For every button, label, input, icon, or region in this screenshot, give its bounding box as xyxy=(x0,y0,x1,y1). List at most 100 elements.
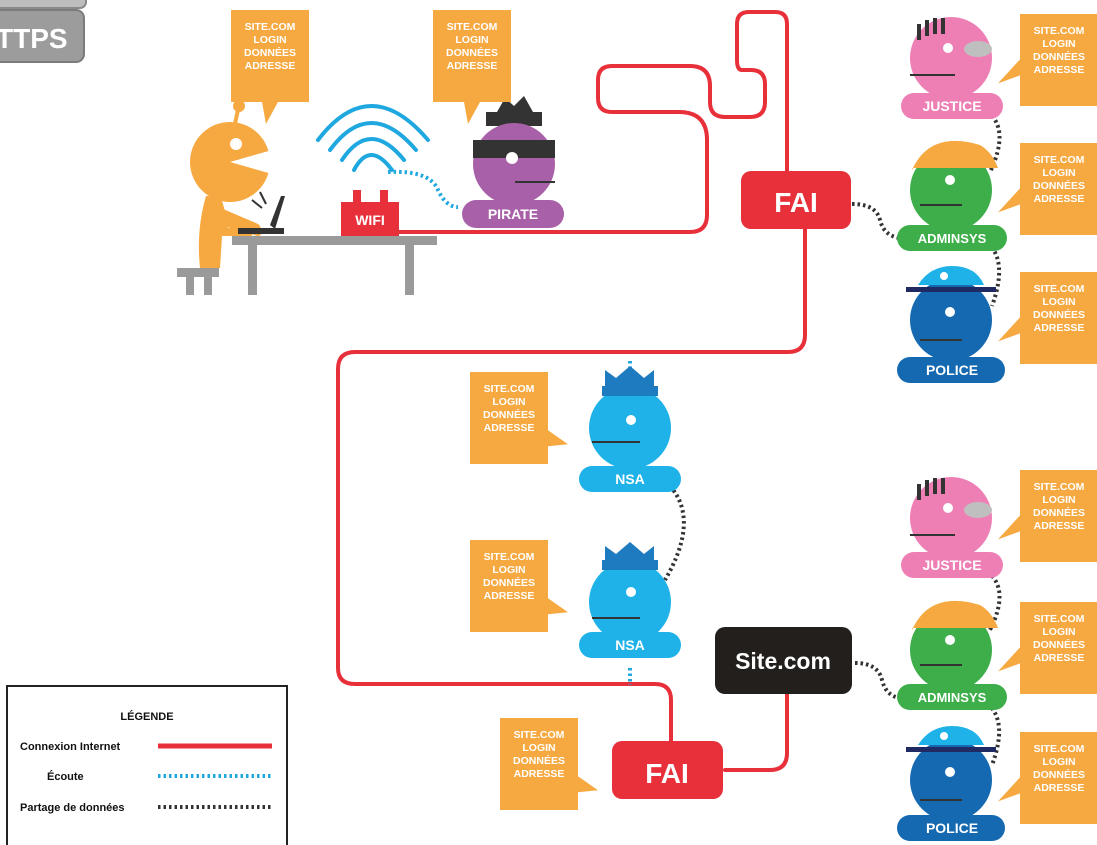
bubble-line: DONNÉES xyxy=(1033,638,1085,651)
bubble-line: ADRESSE xyxy=(1034,64,1085,76)
bubble-line: DONNÉES xyxy=(1033,308,1085,321)
fai-to-site-line xyxy=(723,691,789,772)
https-badge: TTPS xyxy=(0,0,87,63)
listening-lines xyxy=(387,169,632,685)
bubble-line: LOGIN xyxy=(1042,38,1075,50)
bubble-line: ADRESSE xyxy=(1034,782,1085,794)
wifi-to-fai-line xyxy=(394,10,789,234)
nsa-top-icon: NSA xyxy=(579,366,681,492)
police-bottom-label: POLICE xyxy=(926,820,978,836)
internet-connections xyxy=(336,10,807,772)
bubble-line: ADRESSE xyxy=(1034,193,1085,205)
bubble-line: SITE.COM xyxy=(484,551,535,563)
bubble-line: LOGIN xyxy=(522,742,555,754)
bubble-line: DONNÉES xyxy=(446,46,498,59)
legend-title: LÉGENDE xyxy=(120,710,173,723)
bubble-line: ADRESSE xyxy=(484,422,535,434)
bubble-line: SITE.COM xyxy=(1034,613,1085,625)
fai-bottom-label: FAI xyxy=(645,758,689,789)
bubble-line: SITE.COM xyxy=(1034,743,1085,755)
bubble-line: ADRESSE xyxy=(1034,520,1085,532)
bubble-line: LOGIN xyxy=(455,34,488,46)
adminsys-bottom-label: ADMINSYS xyxy=(918,690,987,705)
nsa-bottom-icon: NSA xyxy=(579,542,681,658)
bubble-line: LOGIN xyxy=(492,564,525,576)
bubble-line: DONNÉES xyxy=(513,754,565,767)
justice-top-label: JUSTICE xyxy=(922,98,981,114)
bubble-line: SITE.COM xyxy=(245,21,296,33)
adminsys-bottom-icon: ADMINSYS xyxy=(897,600,1007,710)
bubble-line: LOGIN xyxy=(1042,494,1075,506)
pirate-label: PIRATE xyxy=(488,206,538,222)
bubble-line: DONNÉES xyxy=(1033,768,1085,781)
site-label: Site.com xyxy=(735,648,831,674)
bubble-line: LOGIN xyxy=(1042,296,1075,308)
bubble-line: LOGIN xyxy=(492,396,525,408)
bubble-line: SITE.COM xyxy=(484,383,535,395)
legend-label-internet: Connexion Internet xyxy=(20,741,121,753)
justice-bottom-label: JUSTICE xyxy=(922,557,981,573)
bubble-line: LOGIN xyxy=(253,34,286,46)
police-top-icon: POLICE xyxy=(897,266,1005,383)
bubble-line: LOGIN xyxy=(1042,756,1075,768)
bubble-line: DONNÉES xyxy=(244,46,296,59)
fai-top-label: FAI xyxy=(774,187,818,218)
bubble-line: LOGIN xyxy=(1042,167,1075,179)
wifi-label: WIFI xyxy=(355,212,385,228)
pirate-icon: PIRATE xyxy=(462,96,564,228)
bubble-line: LOGIN xyxy=(1042,626,1075,638)
bubble-line: DONNÉES xyxy=(1033,506,1085,519)
nsa-bottom-label: NSA xyxy=(615,637,645,653)
bubble-line: ADRESSE xyxy=(1034,322,1085,334)
bubble-line: ADRESSE xyxy=(484,590,535,602)
speech-bubbles: SITE.COMLOGINDONNÉESADRESSESITE.COMLOGIN… xyxy=(231,10,1097,824)
bubble-line: ADRESSE xyxy=(447,60,498,72)
site-box: Site.com xyxy=(715,627,852,694)
bubble-line: ADRESSE xyxy=(1034,652,1085,664)
legend-label-listen: Écoute xyxy=(47,770,84,783)
police-bottom-icon: POLICE xyxy=(897,726,1005,841)
laptop-icon xyxy=(238,191,285,234)
bubble-line: SITE.COM xyxy=(1034,25,1085,37)
bubble-line: SITE.COM xyxy=(447,21,498,33)
adminsys-top-icon: ADMINSYS xyxy=(897,140,1007,251)
wifi-antenna-right xyxy=(380,190,388,204)
bubble-line: DONNÉES xyxy=(483,408,535,421)
nsa-top-label: NSA xyxy=(615,471,645,487)
wifi-router: WIFI xyxy=(316,104,430,236)
justice-bottom-icon: JUSTICE xyxy=(901,477,1003,578)
bubble-line: ADRESSE xyxy=(245,60,296,72)
fai-to-fai-line xyxy=(336,221,807,747)
bubble-line: SITE.COM xyxy=(1034,481,1085,493)
fai-top-box: FAI xyxy=(741,171,851,229)
legend-label-share: Partage de données xyxy=(20,802,125,814)
fai-bottom-box: FAI xyxy=(612,741,723,799)
bubble-line: SITE.COM xyxy=(1034,283,1085,295)
pirate-wifi-listen xyxy=(387,169,459,209)
wifi-antenna-left xyxy=(353,190,361,204)
https-badge-label: TTPS xyxy=(0,23,68,54)
bubble-line: DONNÉES xyxy=(1033,50,1085,63)
justice-top-icon: JUSTICE xyxy=(901,17,1003,119)
adminsys-top-label: ADMINSYS xyxy=(918,231,987,246)
bubble-line: DONNÉES xyxy=(1033,179,1085,192)
wifi-waves-icon xyxy=(316,104,430,172)
bubble-line: DONNÉES xyxy=(483,576,535,589)
police-top-label: POLICE xyxy=(926,362,978,378)
bubble-line: SITE.COM xyxy=(514,729,565,741)
legend-box: LÉGENDE Connexion Internet Écoute Partag… xyxy=(6,685,288,845)
user-icon xyxy=(177,100,437,295)
wifi-box xyxy=(341,202,399,236)
